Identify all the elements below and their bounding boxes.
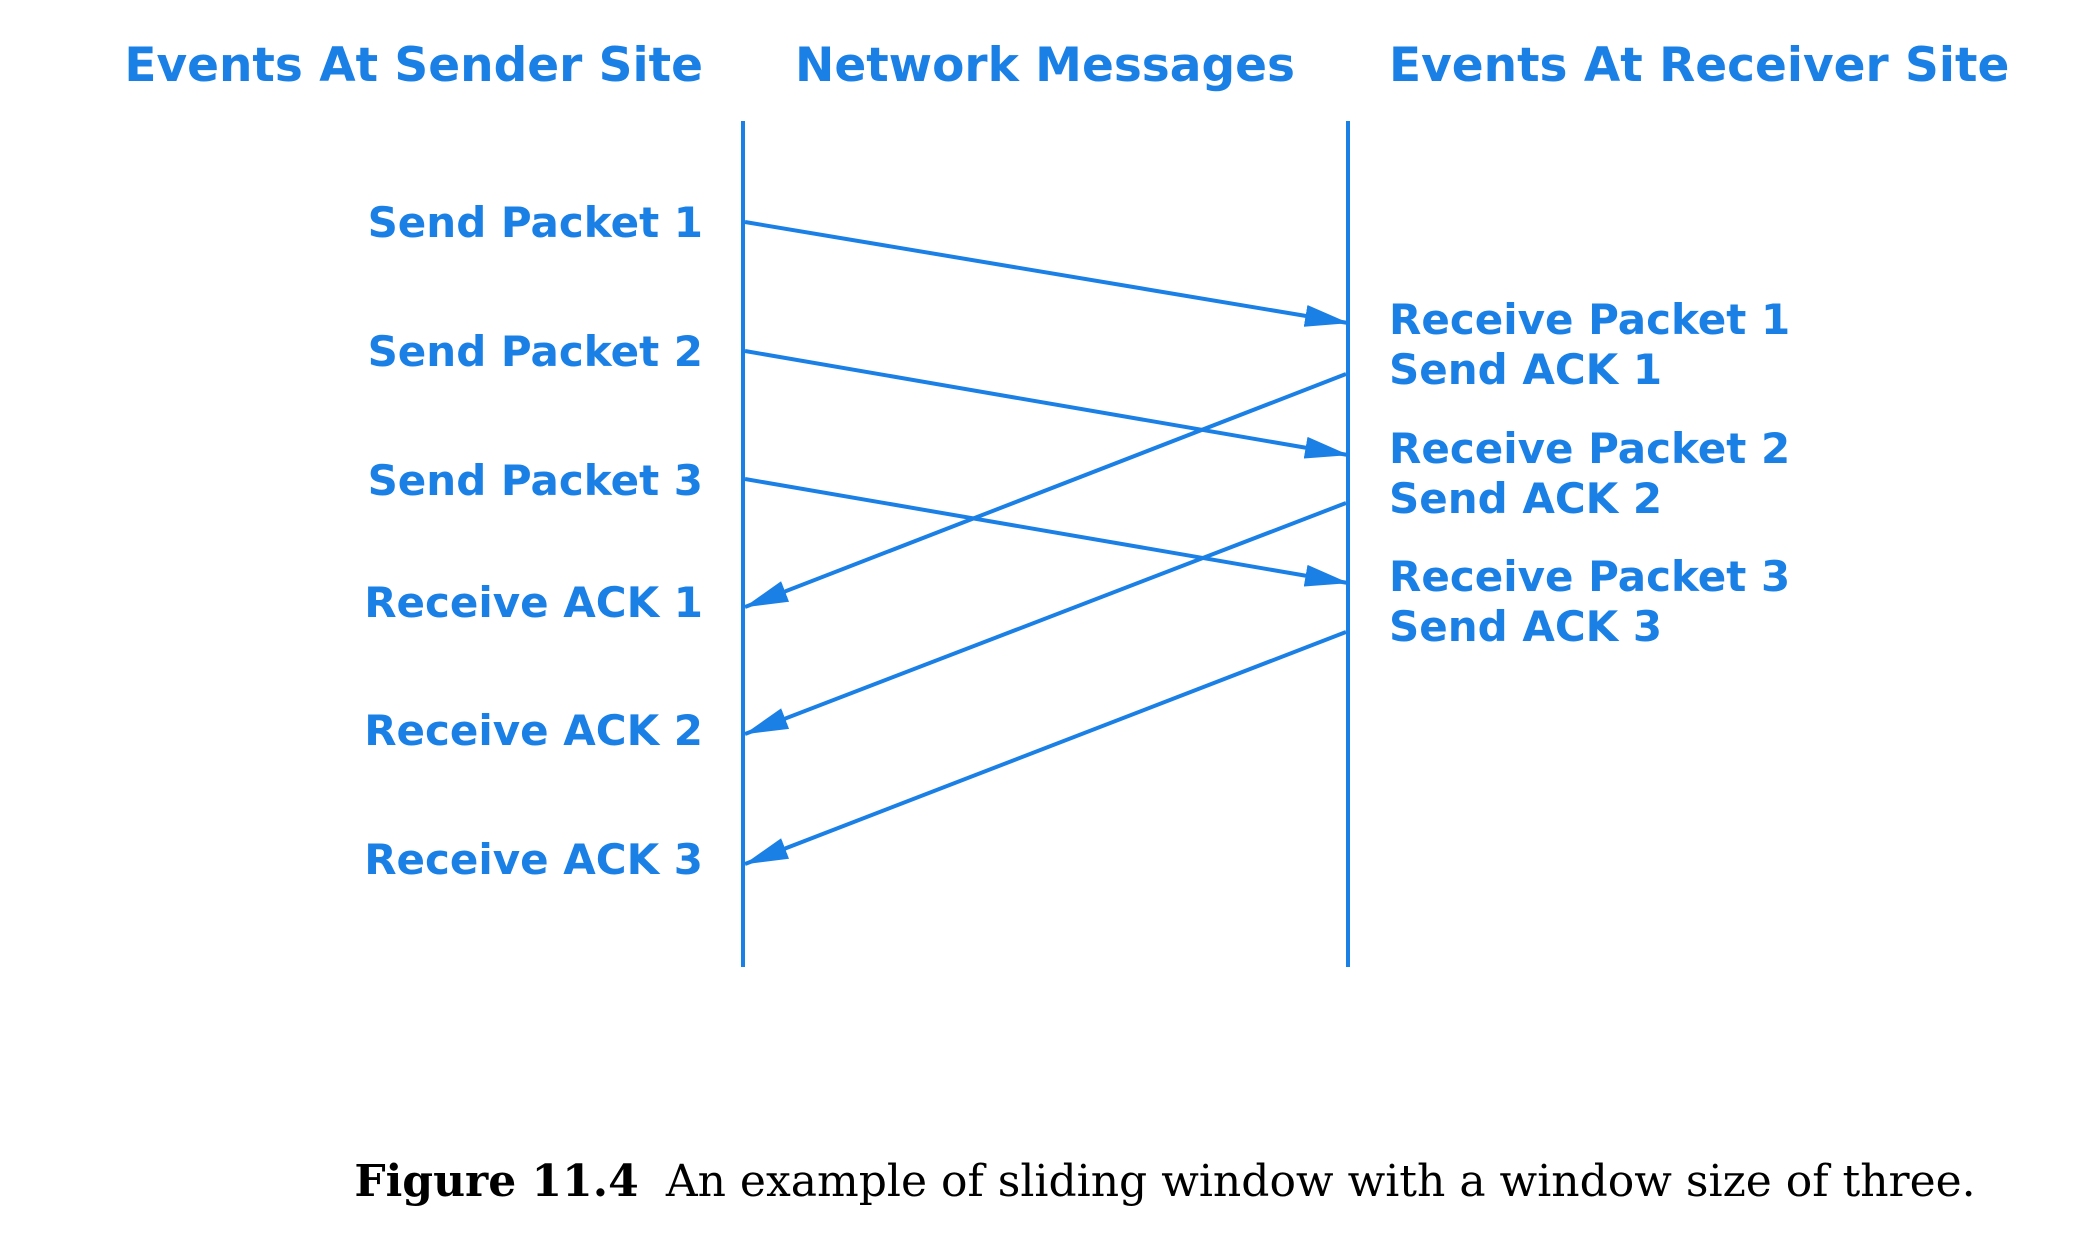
- figure-caption-text: An example of sliding window with a wind…: [665, 1156, 1976, 1207]
- sender-event-label: Send Packet 3: [368, 456, 703, 505]
- receiver-site-header: Events At Receiver Site: [1389, 38, 2009, 93]
- packet-1-arrow: [744, 220, 1349, 327]
- packet-2-arrow: [744, 349, 1349, 459]
- sender-event-label: Receive ACK 1: [364, 578, 703, 627]
- receiver-event-label: Receive Packet 3: [1389, 552, 1790, 601]
- sender-event-label: Receive ACK 2: [364, 706, 703, 755]
- sender-event-label: Send Packet 2: [368, 327, 703, 376]
- receiver-event-label: Send ACK 2: [1389, 474, 1662, 523]
- sender-event-label: Send Packet 1: [368, 198, 703, 247]
- receiver-event-label: Send ACK 3: [1389, 602, 1662, 651]
- sender-event-label: Receive ACK 3: [364, 835, 703, 884]
- ack-3-arrow: [744, 630, 1347, 866]
- ack-2-arrow: [744, 501, 1347, 736]
- receiver-event-label: Send ACK 1: [1389, 345, 1662, 394]
- receiver-event-label: Receive Packet 2: [1389, 424, 1790, 473]
- receiver-event-label: Receive Packet 1: [1389, 295, 1790, 344]
- network-messages-header: Network Messages: [795, 38, 1295, 93]
- packet-3-arrow: [744, 477, 1349, 587]
- figure-number: Figure 11.4: [354, 1156, 638, 1207]
- sender-site-header: Events At Sender Site: [124, 38, 703, 93]
- figure-caption: Figure 11.4 An example of sliding window…: [354, 1156, 1975, 1207]
- ack-1-arrow: [744, 372, 1347, 609]
